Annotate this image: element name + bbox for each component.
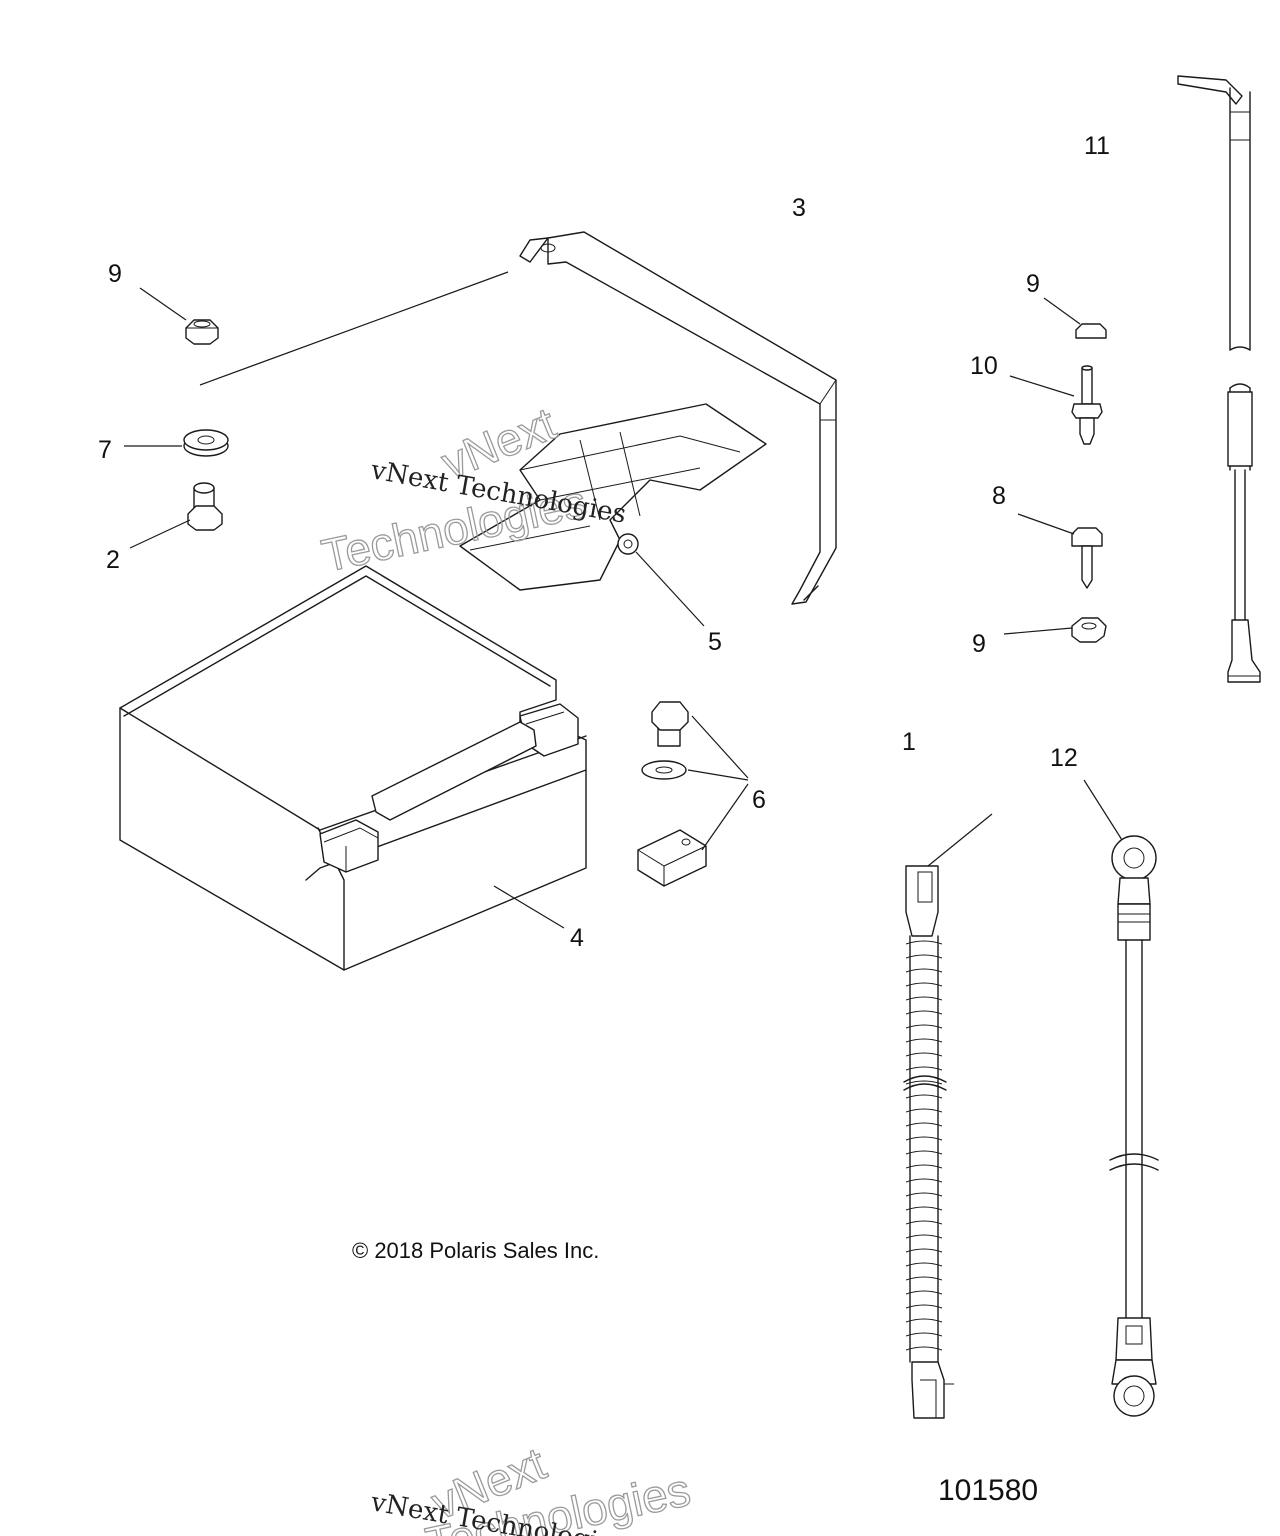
corrugation-ring: [905, 1346, 943, 1351]
callout-10: 10: [970, 352, 998, 380]
part-2-bolt: [129, 482, 223, 549]
callout-12: 12: [1050, 744, 1078, 772]
corrugation-ring: [905, 968, 943, 973]
part-5-battery-bracket: [459, 403, 767, 627]
corrugation-ring: [905, 1206, 943, 1211]
corrugation-ring: [905, 1220, 943, 1225]
callout-5: 5: [708, 628, 722, 656]
corrugation-ring: [905, 1290, 943, 1295]
corrugation-ring: [905, 1192, 943, 1197]
callout-7: 7: [98, 436, 112, 464]
corrugation-ring: [905, 1332, 943, 1337]
corrugation-ring: [905, 1262, 943, 1267]
part-4-battery: [119, 565, 587, 971]
corrugation-ring: [905, 1304, 943, 1309]
copyright-notice: © 2018 Polaris Sales Inc.: [352, 1238, 599, 1263]
corrugation-ring: [905, 1248, 943, 1253]
callout-9-right-top: 9: [1026, 270, 1040, 298]
corrugation-ring: [905, 1122, 943, 1127]
corrugation-ring: [905, 1234, 943, 1239]
corrugation-ring: [905, 996, 943, 1001]
corrugation-ring: [905, 1052, 943, 1057]
corrugation-ring: [905, 940, 943, 945]
corrugation-ring: [905, 1066, 943, 1071]
corrugation-ring: [905, 1010, 943, 1015]
callout-8: 8: [992, 482, 1006, 510]
part-7-washer: [124, 429, 229, 457]
watermark-bottom: vNext Technologies vNext Technologies: [368, 1436, 696, 1536]
callout-3: 3: [792, 194, 806, 222]
corrugation-ring: [905, 1178, 943, 1183]
part-9-nut-right-top: [1043, 297, 1107, 339]
callout-4: 4: [570, 924, 584, 952]
part-9-nut-left: [139, 287, 219, 345]
corrugation-ring: [905, 954, 943, 959]
corrugation-ring: [905, 1164, 943, 1169]
part-1-corrugated-cable: [903, 813, 993, 1419]
callout-2: 2: [106, 546, 120, 574]
corrugation-ring: [905, 1038, 943, 1043]
corrugation-ring: [905, 1024, 943, 1029]
part-11-cable: [1177, 75, 1261, 683]
callout-11: 11: [1084, 132, 1110, 160]
callout-9-right-bottom: 9: [972, 630, 986, 658]
corrugation-ring: [905, 1150, 943, 1155]
callout-1: 1: [902, 728, 916, 756]
part-10-stud: [1009, 365, 1103, 445]
corrugation-ring: [905, 982, 943, 987]
corrugation-ring: [905, 1080, 943, 1085]
corrugation-ring: [905, 1276, 943, 1281]
corrugation-ring: [905, 1108, 943, 1113]
corrugation-ring: [905, 1094, 943, 1099]
corrugation-ring: [905, 1318, 943, 1323]
corrugation-ring: [905, 1136, 943, 1141]
part-12-ring-terminal-cable: [1083, 779, 1159, 1417]
part-8-screw: [1017, 513, 1103, 589]
cable-corrugation: [905, 940, 943, 1351]
part-9-nut-right-bottom: [1003, 617, 1107, 643]
part-3-hold-down-strap: [199, 231, 837, 605]
part-6-hardware: [637, 701, 749, 887]
callout-labels: 1 2 3 4 5 6 7 8 9 9 9 10 11 12: [98, 132, 1110, 952]
callout-6: 6: [752, 786, 766, 814]
callout-9-left: 9: [108, 260, 122, 288]
figure-number: 101580: [938, 1474, 1038, 1507]
